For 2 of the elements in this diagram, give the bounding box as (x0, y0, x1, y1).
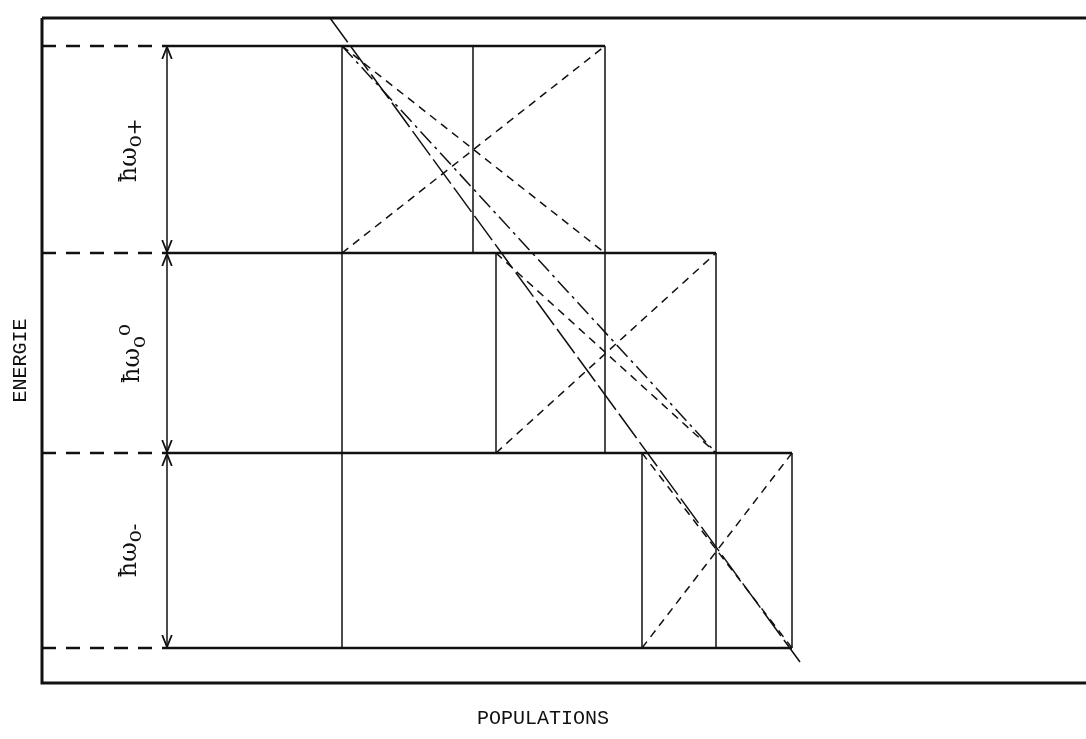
axis-title: POPULATIONS (477, 706, 610, 730)
axis-title: ENERGIE (8, 318, 32, 402)
